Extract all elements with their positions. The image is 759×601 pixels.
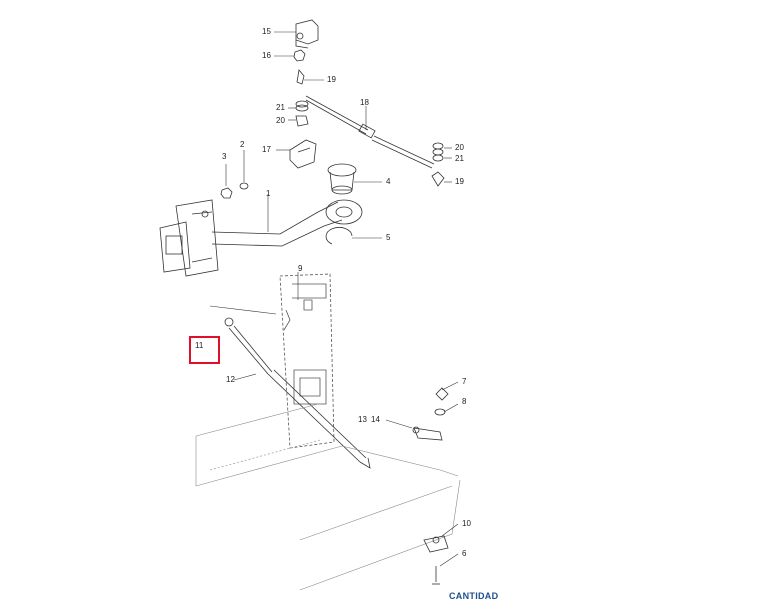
callout-11: 11 xyxy=(195,341,204,350)
callout-16: 16 xyxy=(262,51,271,60)
callout-2: 2 xyxy=(240,140,245,149)
part-7-nut xyxy=(435,387,449,401)
part-21-washer xyxy=(295,100,309,108)
callout-15: 15 xyxy=(262,27,271,36)
callout-20b: 20 xyxy=(455,143,464,152)
callout-1: 1 xyxy=(266,189,271,198)
callout-20: 20 xyxy=(276,116,285,125)
callout-13: 13 xyxy=(358,415,367,424)
part-13-14-latch xyxy=(412,426,443,441)
part-19-pivot-bottom xyxy=(431,171,445,187)
callout-19: 19 xyxy=(327,75,336,84)
callout-12: 12 xyxy=(226,375,235,384)
part-15-bracket xyxy=(295,19,319,49)
highlight-box-11[interactable] xyxy=(189,336,220,364)
part-19-pivot-top xyxy=(296,69,305,85)
callout-21: 21 xyxy=(276,103,285,112)
part-5-ring xyxy=(325,227,353,245)
part-12-strut xyxy=(224,317,371,469)
callout-5: 5 xyxy=(386,233,391,242)
callout-21b: 21 xyxy=(455,154,464,163)
callout-17: 17 xyxy=(262,145,271,154)
callout-19b: 19 xyxy=(455,177,464,186)
part-1-arm xyxy=(211,199,363,247)
callout-3: 3 xyxy=(222,152,227,161)
callout-6: 6 xyxy=(462,549,467,558)
callout-4: 4 xyxy=(386,177,391,186)
part-18-rod xyxy=(305,95,435,169)
part-10-bracket xyxy=(423,535,449,553)
part-2-washer xyxy=(239,182,249,190)
callout-10: 10 xyxy=(462,519,471,528)
cantidad-link[interactable]: CANTIDAD xyxy=(449,591,499,601)
part-20-clip xyxy=(295,115,309,127)
callout-18: 18 xyxy=(360,98,369,107)
floor-outline xyxy=(195,403,461,591)
part-3-nut xyxy=(220,187,233,199)
callout-14: 14 xyxy=(371,415,380,424)
part-16-nut xyxy=(293,49,306,62)
part-17-clip xyxy=(289,139,317,169)
callout-8: 8 xyxy=(462,397,467,406)
leader-lines xyxy=(209,31,459,567)
mount-assembly xyxy=(159,199,219,277)
callout-9: 9 xyxy=(298,264,303,273)
part-4-knob xyxy=(327,163,357,195)
part-8-washer xyxy=(434,408,446,416)
callout-7: 7 xyxy=(462,377,467,386)
part-6-bolt xyxy=(432,566,440,585)
panel xyxy=(279,273,335,449)
